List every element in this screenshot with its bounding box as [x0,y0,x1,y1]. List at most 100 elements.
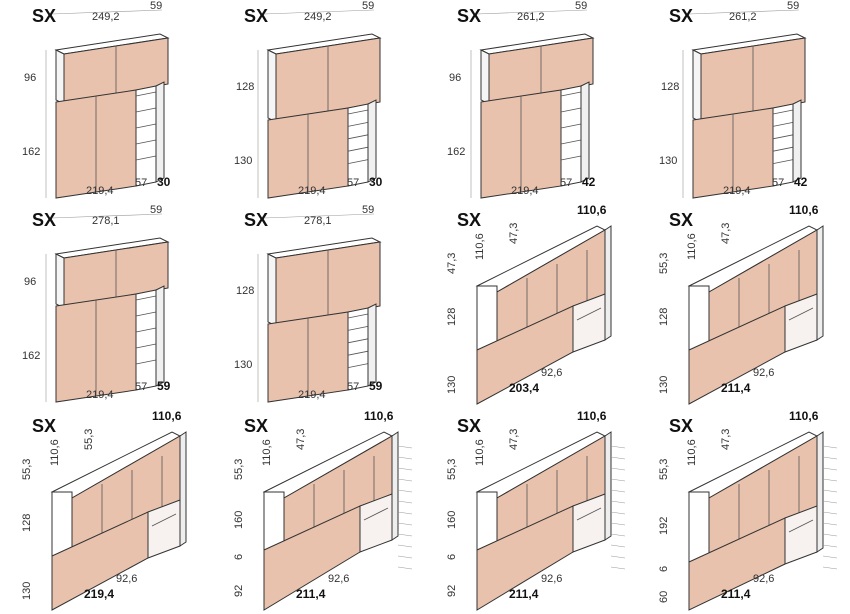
corner-width-label: 110,6 [789,409,819,423]
lower-height-label: 130 [658,376,670,394]
lower-height-label: 130 [234,155,252,167]
side-width-label: 57 [347,381,359,393]
end-unit [51,491,73,557]
side-width-label: 57 [135,177,147,189]
side-depth-label: 42 [794,175,808,189]
depth-label: 59 [150,204,162,216]
corner-width-label: 110,6 [789,203,819,217]
side-depth-label: 30 [157,175,171,189]
depth-label: 59 [150,0,162,12]
return-width-label: 47,3 [720,223,732,244]
top-width-label: 261,2 [729,11,757,23]
top-width-label: 249,2 [304,11,332,23]
upper-height-label: 128 [446,308,458,326]
side-width-label: 57 [135,381,147,393]
end-unit [263,491,285,551]
side-label: SX [457,210,481,230]
lower-height-label: 92 [233,585,245,597]
front-width-label: 110,6 [686,439,698,466]
depth-label: 55,3 [658,459,670,480]
end-unit [688,285,710,351]
return-width-label: 55,3 [83,429,95,450]
return-depth-label: 92,6 [753,367,774,379]
upper-height-label: 128 [236,81,254,93]
side-depth-label: 42 [582,175,596,189]
front-width-label: 110,6 [474,233,486,260]
return-depth-label: 92,6 [328,573,349,585]
shelf-column [347,103,369,187]
gap-height-label: 6 [658,566,670,572]
depth-label: 59 [787,0,799,12]
side-width-label: 57 [772,177,784,189]
front-width-label: 110,6 [49,439,61,466]
upper-height-label: 160 [446,511,458,529]
side-depth-label: 59 [369,379,383,393]
depth-label: 55,3 [446,459,458,480]
lower-height-label: 162 [22,146,40,158]
depth-label: 55,3 [21,459,33,480]
end-unit [688,491,710,563]
lower-height-label: 130 [446,376,458,394]
upper-height-label: 128 [658,308,670,326]
lower-height-label: 92 [446,585,458,597]
side-label: SX [244,210,268,230]
side-label: SX [32,210,56,230]
depth-label: 55,3 [233,459,245,480]
top-width-label: 278,1 [304,215,332,227]
wardrobe-drawing: SX 110,6 47,3 110,6 47,3 128 130 203,492,6 [446,203,612,405]
lower-height-label: 60 [658,591,670,603]
return-depth-label: 92,6 [541,573,562,585]
top-width-label: 278,1 [92,215,120,227]
bottom-width-label: 219,4 [298,389,326,401]
shelf-column [772,103,794,187]
lower-height-label: 162 [447,146,465,158]
bottom-width-label: 219,4 [511,185,539,197]
side-depth-label: 30 [369,175,383,189]
upper-height-label: 128 [236,285,254,297]
front-width-label: 110,6 [474,439,486,466]
end-unit [476,285,498,351]
gap-height-label: 6 [233,554,245,560]
side-label: SX [669,6,693,26]
side-label: SX [32,416,56,436]
bottom-width-label: 219,4 [86,185,114,197]
return-width-label: 47,3 [295,429,307,450]
return-depth-label: 92,6 [541,367,562,379]
return-depth-label: 92,6 [116,573,137,585]
shelf-column [560,85,582,187]
side-width-label: 57 [347,177,359,189]
depth-label: 59 [575,0,587,12]
bottom-width-label: 219,4 [84,587,114,601]
bottom-width-label: 219,4 [298,185,326,197]
bottom-width-label: 203,4 [509,381,539,395]
bottom-width-label: 211,4 [509,587,539,601]
return-width-label: 47,3 [508,223,520,244]
lower-height-label: 130 [234,359,252,371]
upper-height-label: 96 [449,72,461,84]
side-label: SX [457,416,481,436]
upper-height-label: 96 [24,276,36,288]
corner-width-label: 110,6 [577,203,607,217]
upper-height-label: 192 [658,517,670,535]
shelf-column [135,289,157,391]
front-width-label: 110,6 [686,233,698,260]
upper-height-label: 128 [661,81,679,93]
bottom-width-label: 219,4 [86,389,114,401]
side-label: SX [244,416,268,436]
depth-label: 47,3 [446,253,458,274]
